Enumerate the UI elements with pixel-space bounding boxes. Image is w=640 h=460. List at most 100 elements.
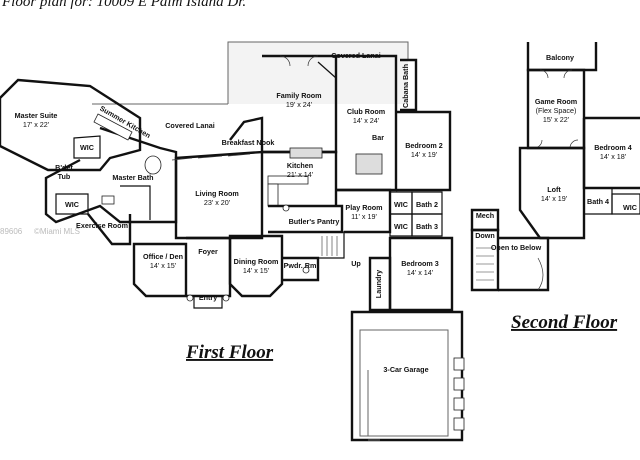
open-below-walls [498,236,550,292]
club-room-dims: 14' x 24' [353,116,380,125]
first-floor-title: First Floor [185,342,274,363]
wic-1-label: WIC [80,143,94,152]
dining-room-label: Dining Room [234,257,279,266]
master-bath-partition [120,185,151,220]
bedroom-3-dims: 14' x 14' [407,268,434,277]
wic-3-label: WIC [394,200,408,209]
second-floor: Balcony Game Room (Flex Space) 15' x 22'… [470,42,640,333]
master-bath-label: Master Bath [112,173,153,182]
powder-room-walls [282,256,320,282]
game-room-sub: (Flex Space) [536,106,577,115]
wic-5-walls [611,193,640,215]
open-below-label: Open to Below [491,243,542,252]
garage-cabinet-1 [453,357,465,371]
kitchen-counter [267,175,309,185]
garage-inner-line [359,329,449,437]
master-bath-label-text: Master Bath [112,173,153,182]
up-label: Up [351,259,361,268]
loft-dims: 14' x 19' [541,194,568,203]
vanity [101,195,115,205]
game-room-dims: 15' x 22' [543,115,570,124]
breakfast-nook-label: Breakfast Nook [222,138,275,147]
bathtub [144,155,162,175]
covered-lanai-top-label: Covered Lanai [331,51,381,60]
family-room-doors [279,55,319,67]
tub-label: Tub [58,172,71,181]
cabana-bath-walls [400,58,418,112]
garage-walls [350,310,464,442]
exercise-room-label: Exercise Room [76,221,128,230]
bedroom-4-label: Bedroom 4 [594,143,632,152]
toilet [302,266,310,274]
bedroom-3-label: Bedroom 3 [401,259,439,268]
garage-cabinet-3 [453,397,465,411]
kitchen-label: Kitchen [287,161,313,170]
butlers-pantry-walls [268,204,344,234]
dining-room-dims: 14' x 15' [243,266,270,275]
loft-label: Loft [547,185,561,194]
laundry-label: Laundry [374,270,383,298]
garage-door-marks [367,370,380,441]
bath-3-label: Bath 3 [416,222,438,231]
family-room-label: Family Room [276,91,321,100]
master-suite-label: Master Suite [15,111,58,120]
bedroom-2-dims: 14' x 19' [411,150,438,159]
exercise-room-walls [87,213,132,246]
wic-5-label: WIC [623,203,637,212]
entry-label: Entry [199,293,217,302]
living-room-sliders [171,153,251,161]
game-room-label: Game Room [535,97,577,106]
bar-label: Bar [372,133,384,142]
floor-plan-header: Floor plan for: 10009 E Palm Island Dr. [1,0,246,10]
pantry-sink [282,204,290,212]
covered-lanai-left-label: Covered Lanai [165,121,215,130]
master-suite-dims: 17' x 22' [23,120,50,129]
first-floor: Master Suite 17' x 22' Summer Kitchen Co… [0,41,465,442]
up-stair-treads [321,236,338,256]
cabana-bath-label: Cabana Bath [401,64,410,108]
entry-column-right [222,294,230,302]
kitchen-walls [262,150,338,206]
laundry-walls [368,256,392,312]
loft-walls [518,146,586,240]
bedroom-4-dims: 14' x 18' [600,152,627,161]
bar-counter [355,153,383,175]
family-room-dims: 19' x 24' [286,100,313,109]
second-floor-title: Second Floor [511,312,618,333]
garage-cabinet-2 [453,377,465,391]
club-room-label: Club Room [347,107,385,116]
covered-lanai-top-outline [227,41,409,104]
balcony-label: Balcony [546,53,574,62]
bedroom-2-label: Bedroom 2 [405,141,443,150]
play-room-label: Play Room [345,203,382,212]
covered-lanai-top-area [228,42,408,104]
watermark-prefix: 89606 [0,227,23,236]
master-bath-walls [44,126,178,224]
powder-room-label: Pwdr. Rm [284,261,317,270]
bath-4-label: Bath 4 [587,197,609,206]
watermark: ©Miami MLS [34,227,80,236]
office-den-dims: 14' x 15' [150,261,177,270]
bath-3-walls [411,213,443,237]
summer-kitchen-counter [93,113,133,141]
bidet-label: B'det [55,163,73,172]
foyer-label: Foyer [198,247,218,256]
game-room-doors [539,69,573,79]
bedroom-2-walls [396,110,452,192]
breakfast-nook-walls [229,116,264,152]
living-room-dims: 23' x 20' [204,198,231,207]
down-label: Down [475,231,495,240]
master-suite-walls [0,78,142,172]
dining-room-walls [228,234,284,298]
bath-2-label: Bath 2 [416,200,438,209]
kitchen-dims: 21' x 14' [287,170,314,179]
wic-2-label: WIC [65,200,79,209]
wic-1-walls [73,135,101,159]
play-room-dims: 11' x 19' [351,212,377,221]
kitchen-counter-side [267,183,279,207]
living-room-label: Living Room [195,189,239,198]
garage-cabinet-4 [453,417,465,431]
down-stair-treads [476,247,494,281]
family-room-bay [317,61,337,79]
